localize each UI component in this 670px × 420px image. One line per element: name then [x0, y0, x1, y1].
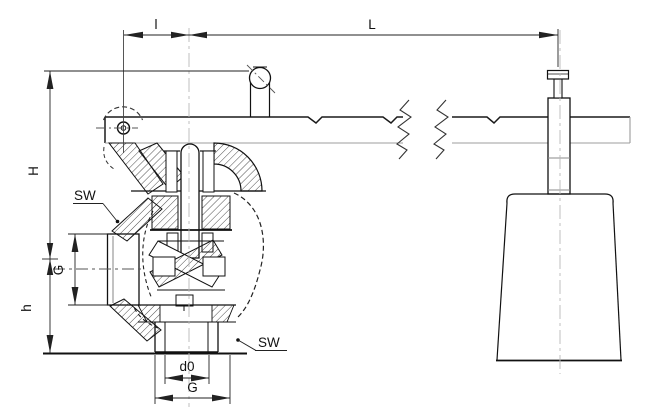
outlet-hex-section-left [137, 304, 161, 323]
seat-block-left [152, 256, 176, 277]
arrow-G2-left [155, 394, 173, 402]
arrow-G-bottom [71, 287, 79, 305]
label-dim-G-inlet: G [51, 265, 66, 276]
dimension-labels: l L H h G SW SW d0 G [19, 17, 376, 395]
gland-section-right [201, 195, 231, 230]
float-guide-tube [547, 97, 571, 195]
float-side-left [496, 202, 508, 361]
body-hidden-outline-right [233, 192, 264, 318]
bonnet-dome-section [213, 142, 263, 192]
arrow-l-right [171, 31, 189, 39]
plug-guide-stub [175, 294, 194, 307]
break-symbol-right [433, 99, 449, 160]
inlet-port [106, 233, 140, 306]
lever-arm [104, 99, 631, 160]
label-dim-h: h [19, 304, 34, 312]
arrow-G2-right [212, 394, 230, 402]
lever-top-edge [105, 116, 630, 125]
arrow-d0-right [191, 374, 209, 382]
arrow-H-top [46, 71, 54, 89]
arrow-H-bottom [46, 335, 54, 353]
outlet-bore-walls [164, 322, 209, 352]
valve-body [43, 142, 266, 355]
pivot-hinge-dashed-arc [102, 106, 144, 121]
label-dim-H: H [26, 166, 41, 176]
sw-lower-leader [237, 339, 257, 351]
sw-upper-leader [102, 203, 118, 222]
pivot-bracket-section [107, 142, 164, 195]
inlet-bottom-section [109, 298, 162, 342]
arrow-d0-left [165, 374, 183, 382]
arrow-L-right [539, 31, 558, 39]
label-dim-l: l [155, 17, 158, 32]
seat-block-right [202, 256, 226, 277]
centerlines [53, 28, 561, 407]
arrow-L-left [189, 31, 207, 39]
arrow-l-left [124, 31, 143, 39]
link-eye [248, 66, 272, 117]
label-sw-lower: SW [258, 335, 280, 350]
float-assembly [496, 69, 622, 362]
sw-upper-dot [115, 219, 120, 224]
float-side-right [612, 202, 622, 361]
clevis-plate-left [165, 150, 178, 193]
dimensions [42, 29, 559, 404]
adjust-screw-shank [553, 78, 563, 99]
arrow-G-top [71, 234, 79, 252]
label-dim-L: L [368, 17, 376, 32]
clevis-plate-right [202, 150, 215, 193]
eye-diagonal-centerline [246, 64, 276, 94]
adjust-screw-head [546, 69, 570, 80]
arrow-h-down [46, 243, 54, 259]
outlet-tube-walls [154, 322, 219, 352]
label-sw-upper: SW [74, 188, 96, 203]
label-dim-d0: d0 [179, 359, 194, 374]
inlet-top-section [111, 197, 163, 242]
arrow-h-up [46, 259, 54, 275]
pivot-lower-dashed-arc [103, 146, 115, 170]
outlet-hex-section-right [211, 304, 235, 323]
label-dim-G-outlet: G [187, 380, 198, 395]
break-symbol-left [396, 99, 412, 160]
